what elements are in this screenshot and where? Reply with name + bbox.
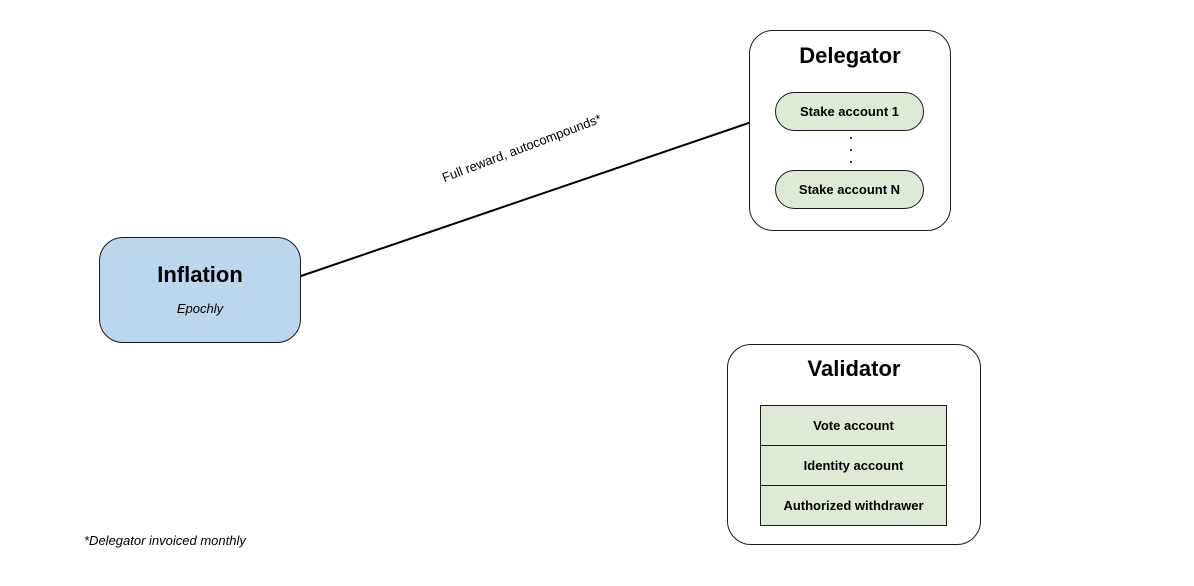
reward-arrow-line <box>300 113 776 277</box>
delegator-group: Delegator Stake account 1 Stake account … <box>749 30 951 231</box>
vote-account: Vote account <box>760 405 947 446</box>
inflation-subtitle: Epochly <box>176 301 224 316</box>
inflation-node: Inflation Epochly <box>99 237 301 343</box>
inflation-title: Inflation <box>157 262 243 287</box>
ellipsis-dots <box>849 137 853 163</box>
stake-account-1: Stake account 1 <box>775 92 924 131</box>
delegator-title: Delegator <box>799 43 901 68</box>
authorized-withdrawer: Authorized withdrawer <box>760 485 947 526</box>
identity-account: Identity account <box>760 445 947 486</box>
stake-account-n: Stake account N <box>775 170 924 209</box>
validator-title: Validator <box>807 356 901 381</box>
footnote: *Delegator invoiced monthly <box>84 533 246 548</box>
validator-group: Validator Vote account Identity account … <box>727 344 981 545</box>
